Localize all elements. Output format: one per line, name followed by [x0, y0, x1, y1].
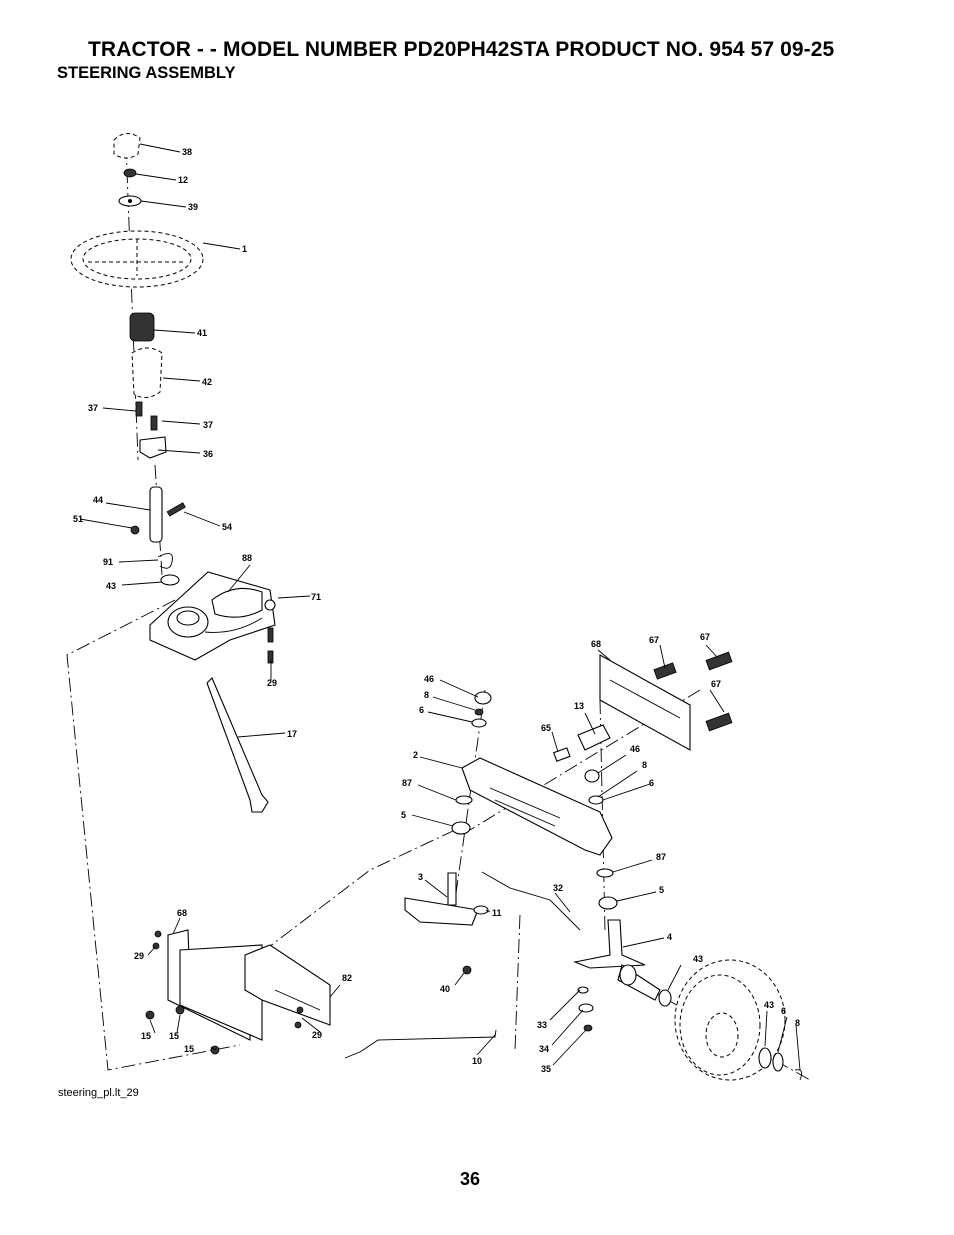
callout-label: 67: [649, 635, 659, 645]
callout-label: 35: [541, 1064, 551, 1074]
callout-label: 42: [202, 377, 212, 387]
callout-label: 40: [440, 984, 450, 994]
callout-label: 46: [424, 674, 434, 684]
callout-label: 87: [402, 778, 412, 788]
callout-label: 44: [93, 495, 103, 505]
callout-label: 51: [73, 514, 83, 524]
callout-label: 65: [541, 723, 551, 733]
callout-label: 8: [424, 690, 429, 700]
callout-label: 32: [553, 883, 563, 893]
callout-label: 91: [103, 557, 113, 567]
callout-label: 36: [203, 449, 213, 459]
callout-label: 4: [667, 932, 672, 942]
callout-label: 43: [693, 954, 703, 964]
callout-label: 68: [177, 908, 187, 918]
callout-label: 6: [419, 705, 424, 715]
callout-label: 15: [141, 1031, 151, 1041]
front-wheel: [674, 959, 803, 1081]
bracket-parts: [145, 929, 497, 1059]
callout-label: 1: [242, 244, 247, 254]
callout-label: 29: [312, 1030, 322, 1040]
callout-label: 37: [88, 403, 98, 413]
callout-label: 5: [401, 810, 406, 820]
callout-label: 68: [591, 639, 601, 649]
callout-label: 15: [184, 1044, 194, 1054]
steering-gear-housing: [149, 571, 276, 813]
callout-label: 34: [539, 1044, 549, 1054]
callout-label: 41: [197, 328, 207, 338]
callout-label: 8: [642, 760, 647, 770]
callout-label: 54: [222, 522, 232, 532]
callout-label: 46: [630, 744, 640, 754]
section-title: STEERING ASSEMBLY: [57, 64, 236, 82]
callout-label: 33: [537, 1020, 547, 1030]
callout-labels: 38 12 39 1 41 42 37 37 36 44 54 51 91 88…: [73, 147, 800, 1074]
steering-column-parts: [70, 133, 204, 586]
callout-label: 6: [649, 778, 654, 788]
callout-label: 39: [188, 202, 198, 212]
callout-label: 29: [267, 678, 277, 688]
callout-label: 67: [711, 679, 721, 689]
callout-label: 43: [106, 581, 116, 591]
callout-label: 82: [342, 973, 352, 983]
callout-label: 5: [659, 885, 664, 895]
callout-label: 6: [781, 1006, 786, 1016]
callout-label: 2: [413, 750, 418, 760]
callout-label: 13: [574, 701, 584, 711]
callout-label: 71: [311, 592, 321, 602]
callout-label: 11: [492, 908, 502, 918]
diagram-reference: steering_pl.lt_29: [58, 1087, 139, 1099]
callout-label: 8: [795, 1018, 800, 1028]
callout-label: 38: [182, 147, 192, 157]
callout-label: 67: [700, 632, 710, 642]
spindle-parts: [404, 871, 672, 1032]
callout-label: 3: [418, 872, 423, 882]
callout-label: 10: [472, 1056, 482, 1066]
callout-label: 12: [178, 175, 188, 185]
callout-label: 37: [203, 420, 213, 430]
page-title: TRACTOR - - MODEL NUMBER PD20PH42STA PRO…: [88, 38, 835, 61]
callout-label: 88: [242, 553, 252, 563]
callout-label: 15: [169, 1031, 179, 1041]
callout-label: 29: [134, 951, 144, 961]
callout-label: 87: [656, 852, 666, 862]
front-axle-parts: [451, 651, 733, 910]
callout-label: 43: [764, 1000, 774, 1010]
page-number: 36: [460, 1169, 481, 1189]
callout-label: 17: [287, 729, 297, 739]
callout-leaders: [79, 143, 801, 1071]
